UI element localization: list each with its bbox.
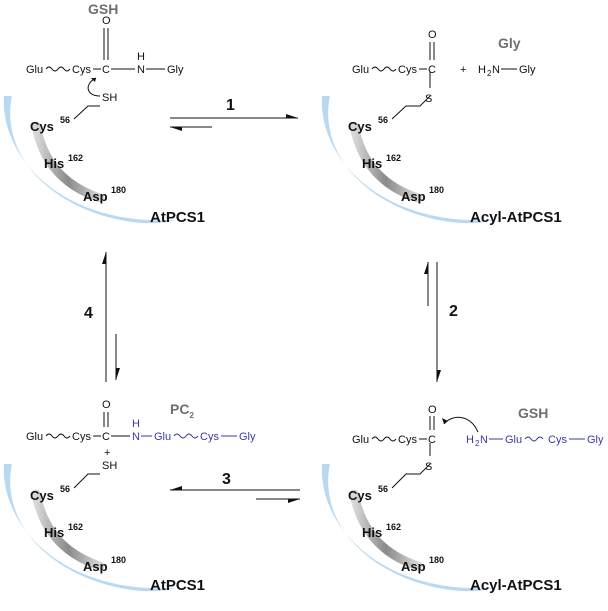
amine-h-label: H — [478, 64, 486, 76]
residue-cys-number: 56 — [60, 115, 70, 125]
glu-label-blue: Glu — [505, 434, 522, 446]
residue-his-number: 162 — [386, 522, 401, 532]
cys-label: Cys — [72, 64, 91, 76]
amine-n-label: N — [480, 434, 488, 446]
residue-his-label: His — [362, 525, 382, 540]
state-top-left: Cys 56 His 162 Asp 180 SH Glu Cys C O H … — [4, 1, 205, 226]
glu-label-blue: Glu — [154, 431, 171, 443]
glu-label: Glu — [26, 431, 43, 443]
plus-sign: + — [104, 447, 110, 459]
carbonyl-o-label: O — [102, 15, 111, 27]
carbonyl-o-label: O — [102, 399, 111, 411]
residue-cys-label: Cys — [30, 119, 54, 134]
state-name-bottom-right: Acyl-AtPCS1 — [470, 577, 562, 594]
cys-label-blue: Cys — [200, 431, 219, 443]
enzyme-body — [322, 96, 493, 223]
gsh-label: GSH — [88, 1, 118, 17]
residue-cys-label: Cys — [30, 488, 54, 503]
amide-h-label: H — [137, 51, 145, 63]
carbonyl-o-label: O — [428, 29, 437, 41]
cys-label: Cys — [398, 64, 417, 76]
residue-cys-label: Cys — [348, 488, 372, 503]
amide-h-label: H — [132, 418, 140, 430]
amine-h-label: H — [466, 434, 474, 446]
amide-n-label: N — [132, 431, 140, 443]
residue-his-number: 162 — [68, 522, 83, 532]
thiol-label: SH — [102, 92, 117, 104]
gly-label-blue: Gly — [239, 431, 256, 443]
glu-label: Glu — [26, 64, 43, 76]
glu-label: Glu — [352, 434, 369, 446]
plus-sign: + — [460, 64, 466, 76]
cys-label: Cys — [72, 431, 91, 443]
step-1-label: 1 — [226, 97, 235, 114]
thioester-s-label: S — [425, 93, 432, 105]
residue-asp-number: 180 — [111, 555, 126, 565]
amine-n-label: N — [492, 64, 500, 76]
cys-label: Cys — [398, 434, 417, 446]
residue-his-label: His — [44, 156, 64, 171]
residue-asp-label: Asp — [401, 559, 426, 574]
carbonyl-o-label: O — [428, 404, 437, 416]
state-bottom-right: Cys 56 His 162 Asp 180 S Glu Cys C O H 2… — [322, 404, 604, 594]
residue-asp-label: Asp — [401, 189, 426, 204]
residue-asp-number: 180 — [429, 555, 444, 565]
state-name-top-left: AtPCS1 — [150, 209, 205, 226]
step-4-arrows: 4 — [84, 252, 120, 382]
cys-label-blue: Cys — [548, 434, 567, 446]
residue-asp-label: Asp — [83, 559, 108, 574]
step-4-label: 4 — [84, 305, 93, 322]
state-top-right: Cys 56 His 162 Asp 180 S Glu Cys C O + H… — [322, 29, 562, 226]
gly-label-blue: Gly — [587, 434, 604, 446]
amine-h-subscript: 2 — [475, 439, 480, 448]
residue-his-number: 162 — [68, 153, 83, 163]
residue-cys-number: 56 — [378, 115, 388, 125]
pc2-label: PC2 — [170, 401, 194, 420]
state-bottom-left: Cys 56 His 162 Asp 180 SH Glu Cys C O + … — [4, 399, 256, 594]
step-3-label: 3 — [222, 471, 231, 488]
glu-label: Glu — [352, 64, 369, 76]
step-2-arrows: 2 — [424, 262, 458, 382]
residue-cys-label: Cys — [348, 119, 372, 134]
residue-his-label: His — [362, 156, 382, 171]
state-name-bottom-left: AtPCS1 — [150, 577, 205, 594]
amide-n-label: N — [137, 64, 145, 76]
carbonyl-c-label: C — [428, 64, 436, 76]
thiol-label: SH — [102, 460, 117, 472]
residue-asp-label: Asp — [83, 189, 108, 204]
residue-asp-number: 180 — [111, 185, 126, 195]
gly-label: Gly — [167, 64, 184, 76]
thioester-s-label: S — [425, 461, 432, 473]
step-3-arrows: 3 — [170, 471, 300, 503]
residue-cys-number: 56 — [60, 484, 70, 494]
carbonyl-c-label: C — [428, 434, 436, 446]
step-1-arrows: 1 — [170, 97, 298, 131]
step-2-label: 2 — [449, 303, 458, 320]
enzyme-body — [4, 96, 175, 223]
carbonyl-c-label: C — [102, 431, 110, 443]
residue-asp-number: 180 — [429, 185, 444, 195]
residue-his-label: His — [44, 525, 64, 540]
gly-product-label: Gly — [498, 35, 521, 51]
gly-label: Gly — [519, 64, 536, 76]
carbonyl-c-label: C — [102, 64, 110, 76]
residue-cys-number: 56 — [378, 484, 388, 494]
residue-his-number: 162 — [386, 153, 401, 163]
amine-h-subscript: 2 — [487, 69, 492, 78]
gsh-label: GSH — [518, 405, 548, 421]
state-name-top-right: Acyl-AtPCS1 — [470, 209, 562, 226]
